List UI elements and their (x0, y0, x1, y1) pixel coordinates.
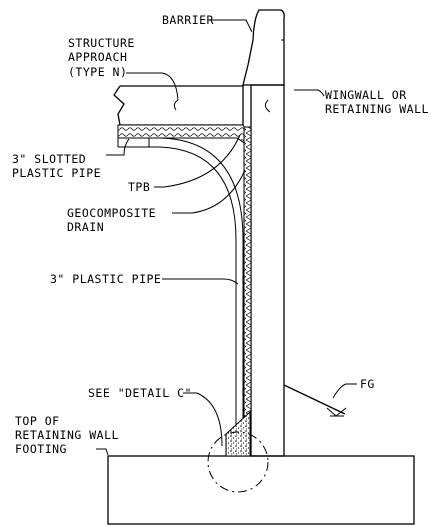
plastic-pipe (159, 137, 244, 452)
label-detail-c: SEE "DETAIL C" (88, 386, 192, 400)
detail-c-circle (207, 431, 269, 493)
label-wingwall: WINGWALL OR RETAINING WALL (325, 88, 429, 116)
barrier-shape (242, 9, 285, 86)
svg-text:APPROACH: APPROACH (68, 50, 127, 64)
leader-lines (96, 19, 357, 456)
tpb-layer (117, 124, 251, 148)
svg-text:DRAIN: DRAIN (67, 220, 104, 234)
structure-approach-slab (113, 85, 244, 126)
svg-text:3" SLOTTED: 3" SLOTTED (12, 152, 86, 166)
svg-text:RETAINING WALL: RETAINING WALL (325, 102, 429, 116)
label-plastic-pipe: 3" PLASTIC PIPE (50, 272, 161, 286)
svg-text:GEOCOMPOSITE: GEOCOMPOSITE (67, 206, 156, 220)
label-slotted-pipe: 3" SLOTTED PLASTIC PIPE (12, 152, 101, 180)
svg-text:FOOTING: FOOTING (15, 442, 67, 456)
wingwall-stem (250, 84, 285, 457)
label-geocomposite-drain: GEOCOMPOSITE DRAIN (67, 206, 156, 234)
label-barrier: BARRIER (162, 13, 214, 27)
geocomposite-drain (243, 126, 252, 453)
svg-text:(TYPE N): (TYPE N) (68, 65, 127, 79)
svg-text:PLASTIC PIPE: PLASTIC PIPE (12, 166, 101, 180)
gravel-pocket (225, 410, 251, 457)
slotted-pipe (117, 138, 160, 148)
label-structure-approach: STRUCTURE APPROACH (TYPE N) (68, 36, 135, 79)
finished-grade (283, 384, 347, 417)
label-tpb: TPB (128, 180, 150, 194)
svg-text:STRUCTURE: STRUCTURE (68, 36, 135, 50)
retaining-wall-footing (107, 455, 415, 525)
svg-text:WINGWALL OR: WINGWALL OR (325, 88, 407, 102)
label-fg: FG (360, 377, 375, 391)
label-footing: TOP OF RETAINING WALL FOOTING (15, 414, 119, 456)
svg-text:TOP OF: TOP OF (15, 414, 60, 428)
svg-text:RETAINING WALL: RETAINING WALL (15, 428, 119, 442)
